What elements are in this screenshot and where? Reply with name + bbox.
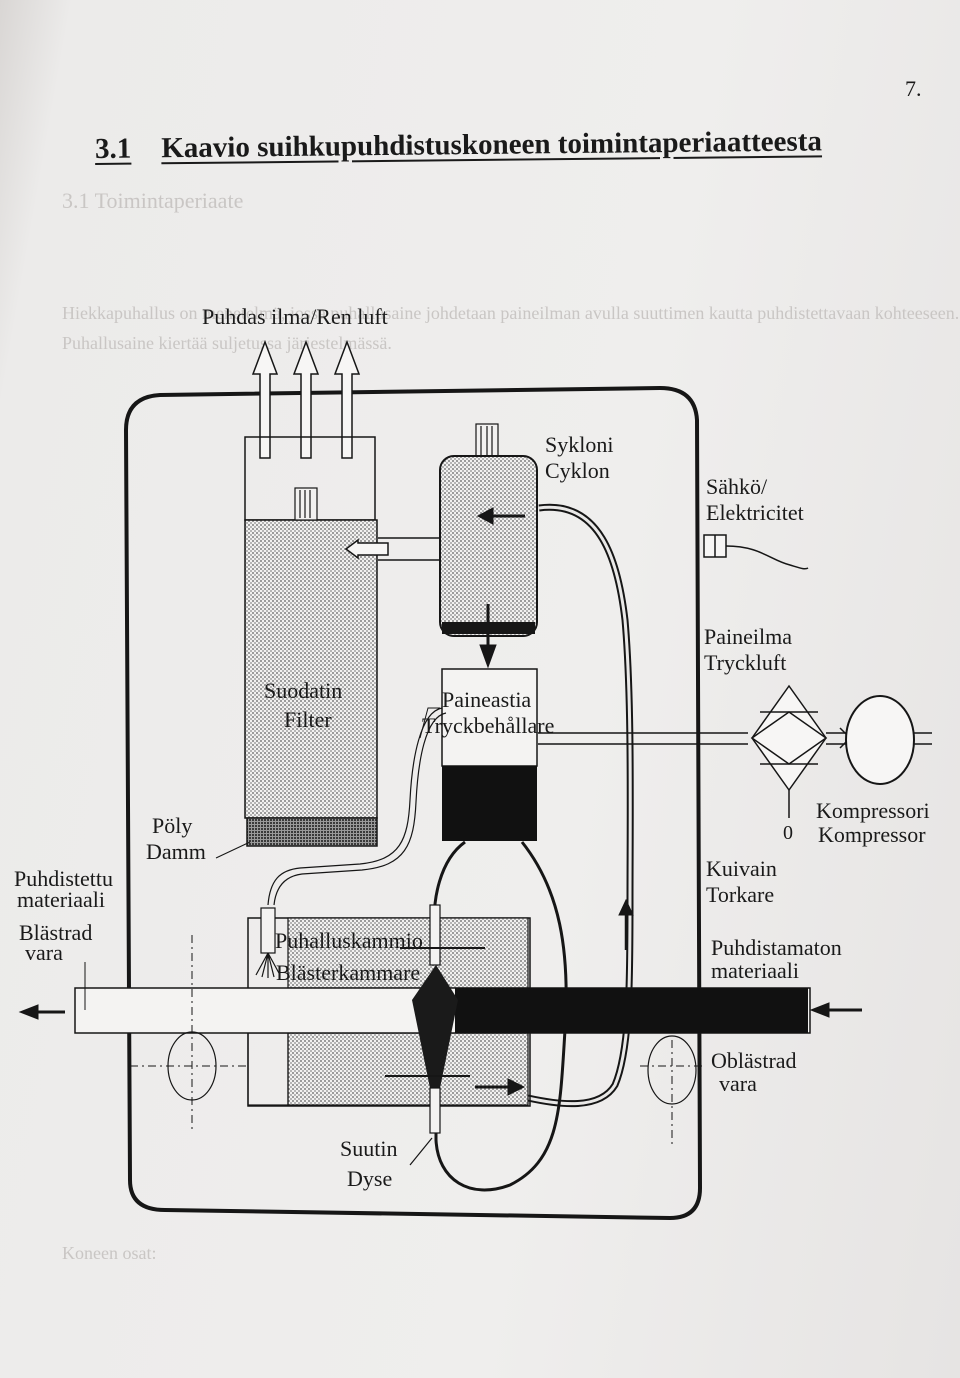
cyclone-label-fi: Sykloni xyxy=(545,432,614,457)
clean-air-label: Puhdas ilma/Ren luft xyxy=(202,304,388,329)
pressure-vessel xyxy=(441,668,538,841)
cleaned-material-label-fi-1: Puhdistettu xyxy=(14,866,114,891)
bleed-through-line: Koneen osat: xyxy=(62,1243,157,1263)
uncleaned-material-label-fi-2: materiaali xyxy=(711,958,799,983)
uncleaned-material-label-sv-2: vara xyxy=(719,1071,757,1096)
pressure-vessel-label-sv: Tryckbehållare xyxy=(422,713,555,738)
dust-layer xyxy=(246,817,378,847)
cyclone-down-arrow xyxy=(479,604,497,669)
pressure-air-label-fi: Paineilma xyxy=(704,624,792,649)
pressure-air-label-sv: Tryckluft xyxy=(704,650,787,675)
filter-cap xyxy=(294,487,318,521)
blast-chamber-label-sv: Blästerkammare xyxy=(276,960,421,985)
dust-label-sv: Damm xyxy=(146,839,206,864)
bleed-through-line: Puhallusaine kiertää suljetussa järjeste… xyxy=(62,333,392,353)
page-number: 7. xyxy=(905,76,922,101)
compressor-label-sv: Kompressor xyxy=(818,822,926,847)
dust-pipe xyxy=(255,907,281,978)
cleaned-material-label-sv-1: Blästrad xyxy=(19,920,93,945)
cleaned-material-label-fi-2: materiaali xyxy=(17,887,105,912)
bleed-through-heading: 3.1 Toimintaperiaate xyxy=(62,188,244,213)
compressed-air-line xyxy=(538,684,932,818)
blast-chamber-label-fi: Puhalluskammio xyxy=(275,928,423,953)
dryer-drain-glyph: 0 xyxy=(783,822,793,844)
uncleaned-material-label-sv-1: Oblästrad xyxy=(711,1048,797,1073)
cyclone-label-sv: Cyklon xyxy=(545,458,610,483)
flow-arrows xyxy=(18,1002,862,1096)
electricity-label-fi: Sähkö/ xyxy=(706,474,768,499)
uncleaned-material-label-fi-1: Puhdistamaton xyxy=(711,935,842,960)
cyclone xyxy=(439,423,538,669)
filter-label-fi: Suodatin xyxy=(264,678,343,703)
pressure-vessel-label-fi: Paineastia xyxy=(442,687,532,712)
cleaned-material-label-sv-2: vara xyxy=(25,940,63,965)
leader-lines xyxy=(215,707,440,859)
nozzle-label-sv: Dyse xyxy=(347,1166,393,1191)
air-line xyxy=(267,707,443,906)
machine-cabinet xyxy=(123,385,703,1221)
electricity-label-sv: Elektricitet xyxy=(706,500,804,525)
cyclone-inlet-arrow xyxy=(476,507,525,525)
cyclone-to-filter-duct xyxy=(344,537,440,561)
compressor-label-fi: Kompressori xyxy=(816,798,930,823)
filter-unit xyxy=(244,436,378,847)
bleed-through-line: Hiekkapuhallus on menetelmä, jossa puhal… xyxy=(62,303,960,323)
electricity-plug xyxy=(703,534,809,570)
dryer-label-sv: Torkare xyxy=(706,882,775,907)
clean-air-arrows xyxy=(251,339,361,459)
nozzle xyxy=(385,904,485,1166)
nozzle-label-fi: Suutin xyxy=(340,1136,398,1161)
filter-label-sv: Filter xyxy=(284,707,332,732)
dust-label-fi: Pöly xyxy=(152,813,193,838)
dryer-label-fi: Kuivain xyxy=(706,856,777,881)
return-up-arrow xyxy=(618,898,634,950)
